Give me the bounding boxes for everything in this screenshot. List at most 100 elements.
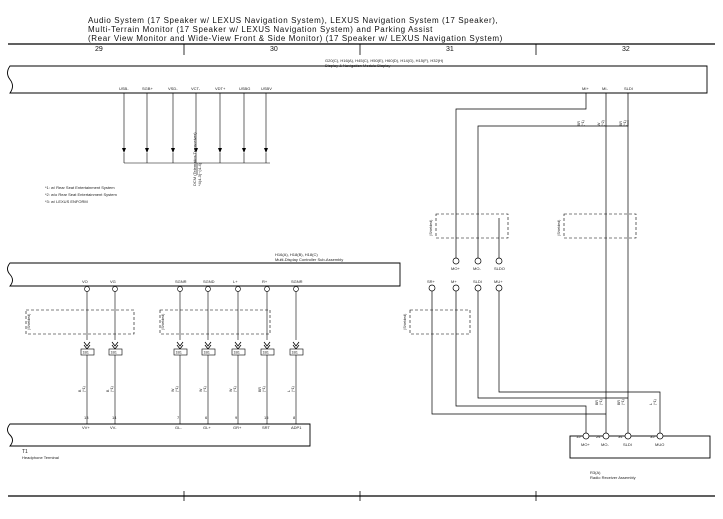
dcm-label: DCM (Telematics Transceiver) bbox=[192, 132, 197, 186]
title-line-3: (Rear View Monitor and Wide-View Front &… bbox=[88, 34, 503, 43]
wire-tag: (*1) bbox=[203, 386, 207, 392]
shielded-label-b: (Shielded) bbox=[557, 220, 561, 236]
wire-color: BR bbox=[577, 121, 581, 126]
arrow-icon bbox=[171, 148, 175, 153]
pin-label: USBG bbox=[239, 86, 250, 91]
wire-tag: (*1) bbox=[291, 386, 295, 392]
pin-label: MO+ bbox=[581, 442, 590, 447]
arrow-icon bbox=[194, 148, 198, 153]
column-number-30: 30 bbox=[270, 46, 278, 53]
note-1: *1: w/ Rear Seat Entertainment System bbox=[45, 185, 115, 190]
headphone-terminal-box bbox=[7, 423, 311, 447]
pin-circle bbox=[84, 286, 90, 292]
wire-color: BR bbox=[595, 400, 599, 405]
shield-boxes bbox=[25, 213, 637, 335]
connector-code: 1B1 bbox=[204, 351, 210, 355]
pin-number: 14 bbox=[112, 415, 117, 420]
connector-code: 1B1 bbox=[176, 351, 182, 355]
connector-code: 1B1 bbox=[292, 351, 298, 355]
pin-label: M+ bbox=[451, 279, 457, 284]
headphone-terminal-name: Headphone Terminal bbox=[22, 455, 59, 460]
wire-color: BR bbox=[617, 400, 621, 405]
pin-circle bbox=[656, 432, 664, 440]
note-3: *3: w/ LEXUS ENFORM bbox=[45, 199, 88, 204]
radio-receiver-name: Radio Receiver Assembly bbox=[590, 475, 636, 480]
pin-circle bbox=[205, 286, 211, 292]
connector-box bbox=[260, 348, 275, 356]
pin-label: SR+ bbox=[427, 279, 436, 284]
pin-circle bbox=[177, 286, 183, 292]
wire-tag: (*1) bbox=[621, 399, 625, 405]
pin-number: 15 bbox=[576, 434, 581, 439]
connector-box bbox=[201, 348, 216, 356]
pin-label: MI- bbox=[602, 86, 608, 91]
pin-label: ADP1 bbox=[291, 425, 302, 430]
arrow-icon bbox=[122, 148, 126, 153]
pin-circle bbox=[624, 432, 632, 440]
pin-label: SLDI bbox=[624, 86, 633, 91]
pin-circle bbox=[474, 257, 482, 265]
connector-box bbox=[289, 348, 304, 356]
pin-label: MO- bbox=[473, 266, 481, 271]
connector-code: 1B1 bbox=[83, 351, 89, 355]
title-line-2: Multi-Terrain Monitor (17 Speaker w/ LEX… bbox=[88, 25, 434, 34]
pin-label: SGB+ bbox=[142, 86, 153, 91]
wire-color: W bbox=[199, 388, 203, 392]
pin-number: 9 bbox=[235, 415, 238, 420]
pin-number: 6 bbox=[205, 415, 208, 420]
column-number-29: 29 bbox=[95, 46, 103, 53]
connector-icon bbox=[263, 341, 271, 350]
connector-code: 1B1 bbox=[111, 351, 117, 355]
arrow-icon bbox=[218, 148, 222, 153]
display-module-code: G20(C), H16(A), H45(C), H50(E), H60(D), … bbox=[325, 58, 444, 63]
wire-tag: (*1) bbox=[175, 386, 179, 392]
pin-label: VCT- bbox=[191, 86, 201, 91]
pin-circle bbox=[293, 286, 299, 292]
pin-label: VV+ bbox=[82, 425, 90, 430]
connector-icon bbox=[204, 341, 212, 350]
pin-circle bbox=[452, 284, 460, 292]
connector-icon bbox=[83, 341, 91, 350]
controller-code: H16(A), H18(B), H18(C) bbox=[275, 252, 318, 257]
pin-circle bbox=[495, 257, 503, 265]
wire-color: BR bbox=[258, 387, 262, 392]
pin-label: SGNR bbox=[175, 279, 187, 284]
wire-tag: (*1) bbox=[623, 120, 627, 126]
pin-circle bbox=[582, 432, 590, 440]
connector-icon bbox=[292, 341, 300, 350]
pin-label: USBV bbox=[261, 86, 272, 91]
wire-tag: (*1) bbox=[262, 386, 266, 392]
pin-label: SLDO bbox=[494, 266, 505, 271]
headphone-terminal-code: T1 bbox=[22, 449, 28, 455]
wire-tag: (*1) bbox=[581, 120, 585, 126]
pin-label: SRT bbox=[262, 425, 270, 430]
wire-tag: (*1) bbox=[599, 399, 603, 405]
pin-label: SGNR bbox=[291, 279, 303, 284]
pin-circle bbox=[235, 286, 241, 292]
connector-code: 1B1 bbox=[263, 351, 269, 355]
shielded-label-e: (Shielded) bbox=[403, 314, 407, 330]
wire-tag: (*2) bbox=[601, 120, 605, 126]
right-wiring bbox=[431, 93, 661, 436]
wire-tag: (*1) bbox=[82, 386, 86, 392]
pin-label: MU+ bbox=[494, 279, 503, 284]
arrow-icon bbox=[145, 148, 149, 153]
connector-icon bbox=[176, 341, 184, 350]
connector-box bbox=[108, 348, 123, 356]
pin-number: 13 bbox=[84, 415, 89, 420]
pin-label: R+ bbox=[262, 279, 268, 284]
display-module-name: Display & Navigation Module Display bbox=[325, 63, 390, 68]
pin-label: SLDI bbox=[473, 279, 482, 284]
wire-tag: (*1) bbox=[653, 399, 657, 405]
pin-circle bbox=[112, 286, 118, 292]
pin-label: MI+ bbox=[582, 86, 589, 91]
controller-name: Multi-Display Controller Sub-Assembly bbox=[275, 257, 343, 262]
shielded-label-a: (Shielded) bbox=[429, 220, 433, 236]
pin-label: SLDI bbox=[623, 442, 632, 447]
connector-icon bbox=[111, 341, 119, 350]
column-number-31: 31 bbox=[446, 46, 454, 53]
pin-number: 35 bbox=[650, 434, 655, 439]
wire-tag: (*1) bbox=[233, 386, 237, 392]
wire-tag: (*1) bbox=[110, 386, 114, 392]
wire-color: W bbox=[597, 122, 601, 126]
